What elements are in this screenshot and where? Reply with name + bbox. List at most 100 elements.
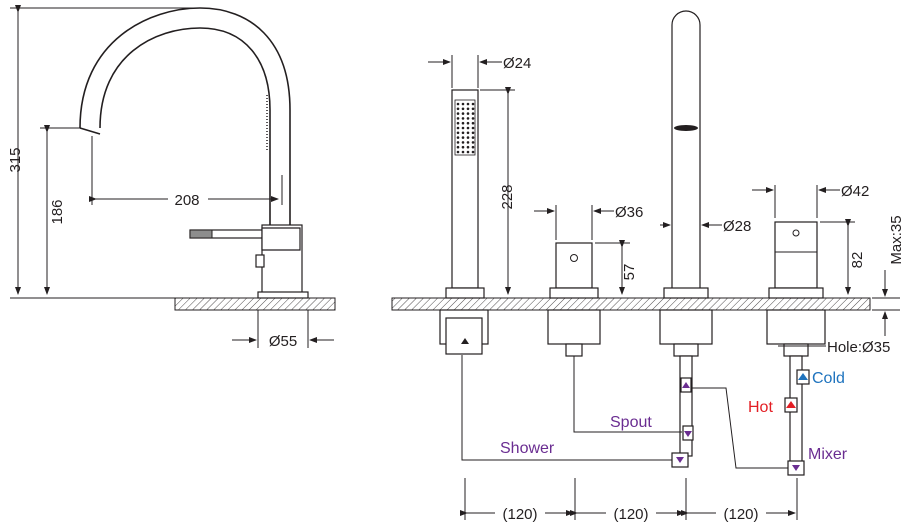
spray-dot (461, 117, 465, 120)
spray-dot (471, 112, 475, 115)
spray-dot (466, 145, 470, 149)
side-spout-tip (79, 127, 101, 135)
front-deck (391, 297, 871, 311)
side-deck (174, 297, 336, 311)
shower-connector-arrow (676, 457, 684, 463)
spray-dot (461, 141, 465, 144)
spout-tube-hose (679, 355, 693, 457)
spout-tube-connector (673, 343, 699, 357)
handshower-holder (445, 287, 485, 299)
side-lever-grip (189, 229, 213, 239)
side-base (257, 291, 309, 299)
spray-dot (461, 131, 465, 135)
spray-dot (466, 126, 470, 130)
dim-max-label: Max:35 (888, 215, 905, 264)
diverter-nut (547, 309, 601, 345)
spout-tube-outlet (674, 125, 698, 131)
mixer-inlet-arrow (682, 382, 690, 388)
mixer-nut (766, 309, 826, 345)
spray-dot (456, 102, 460, 106)
spout-tube-base (663, 287, 709, 299)
dim-space-label-2: (120) (613, 506, 648, 523)
spray-dot (456, 145, 460, 149)
mixer-connector-arrow (792, 465, 800, 471)
spray-dot (456, 131, 460, 135)
mixer-knob (792, 229, 800, 237)
spray-dot (466, 131, 470, 135)
dim-24-label: Ø24 (503, 55, 531, 72)
spout-tube-body (671, 10, 701, 288)
label-hot: Hot (748, 399, 773, 416)
spray-dot (456, 121, 460, 125)
dim-42-label: Ø42 (841, 183, 869, 200)
spout-connector-arrow (684, 431, 692, 437)
spray-dot (456, 150, 460, 154)
dim-186-label: 186 (49, 199, 66, 224)
hose-shower (461, 355, 672, 461)
spray-dot (471, 141, 475, 144)
spray-dot (471, 126, 475, 130)
spray-dot (461, 112, 465, 115)
label-cold: Cold (812, 370, 845, 387)
dim-space-bg-2 (606, 504, 656, 522)
spray-dot (466, 121, 470, 125)
spray-dot (456, 126, 460, 130)
dim-82-label: 82 (849, 252, 866, 269)
spray-dot (466, 107, 470, 111)
handshower-connector (445, 317, 483, 355)
label-mixer: Mixer (808, 446, 848, 463)
hose-spout (573, 356, 682, 433)
dim-208-label: 208 (174, 192, 199, 209)
hose-mixer (692, 387, 790, 469)
handshower-up-arrow (461, 338, 469, 344)
mixer (766, 221, 826, 465)
spray-dot (456, 117, 460, 120)
dim-55-label: Ø55 (269, 333, 297, 350)
spray-dot (456, 107, 460, 111)
spray-dot (456, 141, 460, 144)
diverter-knob (570, 254, 578, 262)
dim-208-bg (168, 190, 208, 208)
dim-315-label: 315 (7, 147, 24, 172)
dim-space-bg-3 (716, 504, 766, 522)
spray-dot (461, 145, 465, 149)
label-spout: Spout (610, 414, 652, 431)
dim-57-label: 57 (621, 264, 638, 281)
front-view: Ø24 228 Ø36 57 Ø28 (391, 10, 905, 523)
spray-dot (466, 117, 470, 120)
side-spout-inner (99, 27, 271, 225)
dim-space-label-1: (120) (502, 506, 537, 523)
spray-dot (456, 112, 460, 115)
handshower-face (454, 99, 476, 156)
dim-28-label: Ø28 (723, 218, 751, 235)
side-view: 315 186 208 Ø55 (7, 5, 336, 350)
side-body-knob (255, 254, 265, 268)
dim-hole-label: Hole:Ø35 (827, 339, 890, 356)
spray-dot (461, 150, 465, 154)
side-spout-outer (79, 7, 291, 225)
side-lever-hub (261, 227, 301, 251)
spray-dot (471, 102, 475, 106)
cold-up-arrow (798, 373, 808, 380)
diverter-base (549, 287, 599, 299)
spray-dot (471, 117, 475, 120)
spray-dot (466, 112, 470, 115)
diverter (547, 242, 601, 357)
spout-tube-nut (659, 309, 713, 345)
hot-up-arrow (786, 401, 796, 408)
spray-dot (461, 121, 465, 125)
spray-dot (466, 102, 470, 106)
handshower (439, 89, 489, 355)
spray-dot (471, 131, 475, 135)
diverter-connector (565, 343, 583, 357)
spray-dot (456, 136, 460, 139)
dim-space-bg-1 (495, 504, 545, 522)
spray-dot (461, 107, 465, 111)
spray-dot (461, 102, 465, 106)
spray-dot (461, 126, 465, 130)
label-shower: Shower (500, 440, 555, 457)
spray-dot (471, 145, 475, 149)
spray-dot (471, 121, 475, 125)
spray-dot (461, 136, 465, 139)
